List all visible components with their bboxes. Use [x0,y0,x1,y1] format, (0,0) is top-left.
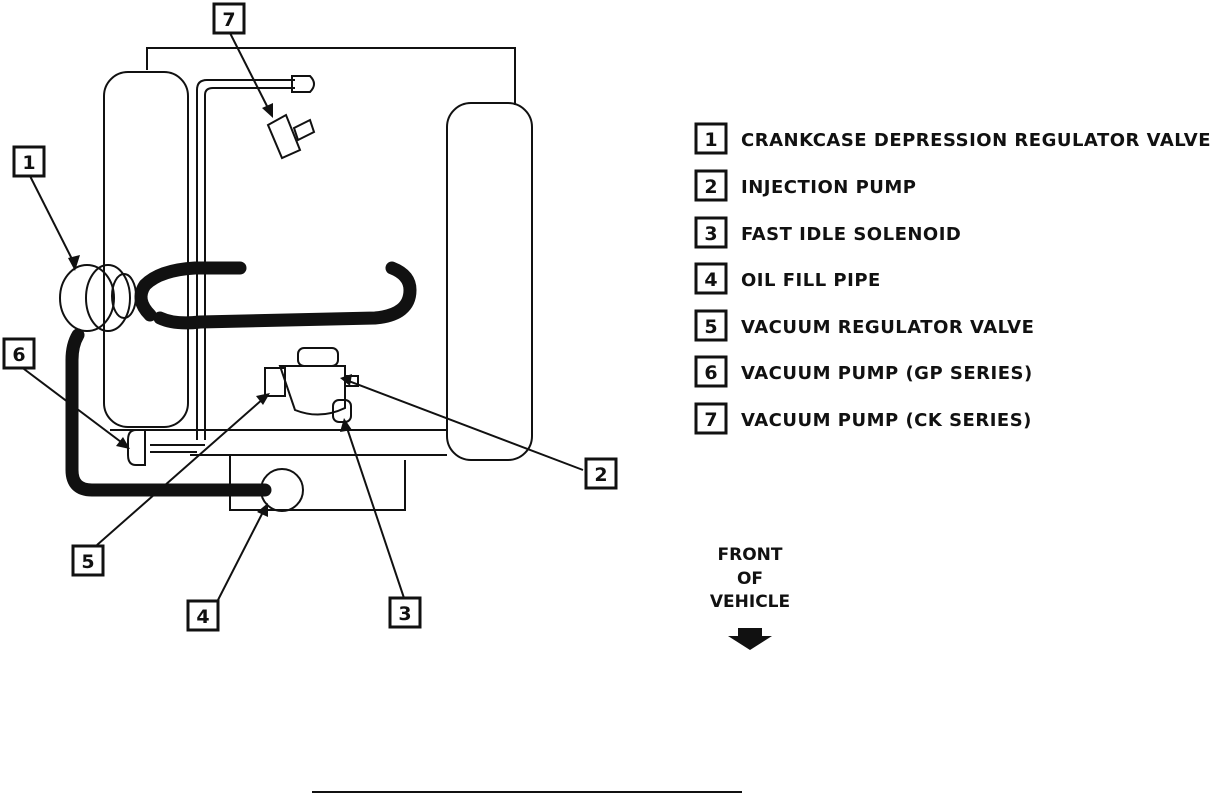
legend-item: 5 VACUUM REGULATOR VALVE [694,309,1034,342]
callout-2-number: 2 [594,464,607,486]
legend-7-label: VACUUM PUMP (CK SERIES) [741,410,1032,431]
callout-5-number: 5 [81,551,94,573]
vacuum-pump-ck-shape [266,75,316,160]
callout-7-number: 7 [222,9,235,31]
oil-fill-pipe-shape [260,468,304,512]
legend-item: 4 OIL FILL PIPE [694,262,881,295]
front-of-vehicle-indicator: FRONT OF VEHICLE [710,545,790,650]
callout-1: 1 [12,145,46,178]
engine-outline [103,47,533,511]
vacuum-pump-gp-shape [127,429,146,466]
cdr-valve-shape [59,264,137,332]
callout-4: 4 [186,599,220,632]
callout-7: 7 [212,2,246,35]
legend-6-number: 6 [704,362,717,384]
legend-4-label: OIL FILL PIPE [741,270,881,291]
leader-lines [19,32,584,601]
legend-4-number: 4 [704,269,717,291]
legend-2-label: INJECTION PUMP [741,177,917,198]
callout-1-number: 1 [22,152,35,174]
legend-3-label: FAST IDLE SOLENOID [741,224,961,245]
callout-6-number: 6 [12,344,25,366]
legend-6-label: VACUUM PUMP (GP SERIES) [741,363,1033,384]
front-label-line2: OF [737,569,763,589]
legend-item: 2 INJECTION PUMP [694,169,917,202]
down-arrow-icon [728,628,772,650]
legend-item: 3 FAST IDLE SOLENOID [694,216,961,249]
legend-3-number: 3 [704,223,717,245]
callout-2: 2 [584,457,618,490]
legend-item: 6 VACUUM PUMP (GP SERIES) [694,355,1033,388]
hoses [65,261,417,497]
callout-5: 5 [71,544,105,577]
callout-3: 3 [388,596,422,629]
callout-6: 6 [2,337,36,370]
front-label-line3: VEHICLE [710,592,790,612]
legend-5-label: VACUUM REGULATOR VALVE [741,317,1034,338]
callout-4-number: 4 [196,606,209,628]
legend-item: 1 CRANKCASE DEPRESSION REGULATOR VALVE [694,122,1211,155]
legend-7-number: 7 [704,409,717,431]
callout-3-number: 3 [398,603,411,625]
legend-5-number: 5 [704,316,717,338]
legend-1-number: 1 [704,129,717,151]
legend-1-label: CRANKCASE DEPRESSION REGULATOR VALVE [741,130,1211,151]
legend-2-number: 2 [704,176,717,198]
front-label-line1: FRONT [718,545,783,565]
legend-item: 7 VACUUM PUMP (CK SERIES) [694,402,1032,435]
legend: 1 CRANKCASE DEPRESSION REGULATOR VALVE 2… [694,122,1211,435]
injection-pump-shape [264,347,359,423]
